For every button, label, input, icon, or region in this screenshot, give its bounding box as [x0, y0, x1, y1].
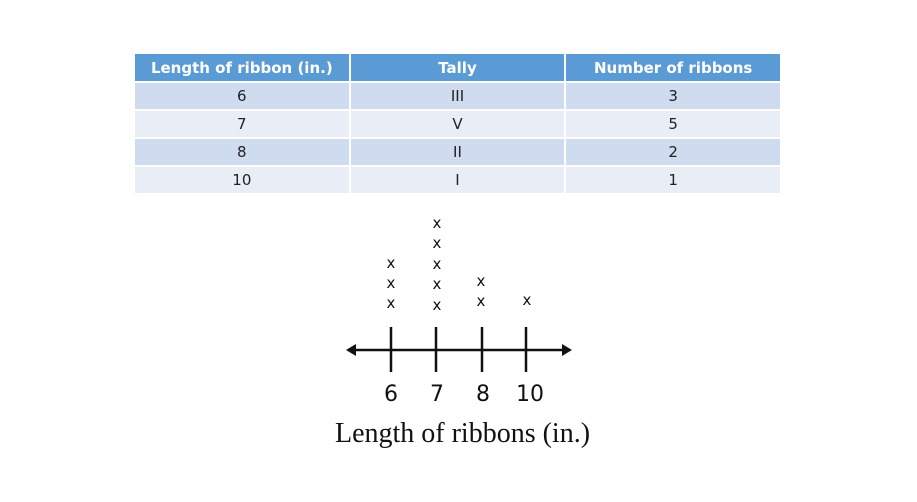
frequency-table: Length of ribbon (in.) Tally Number of r…: [133, 52, 782, 195]
tick-label-6: 6: [384, 382, 398, 407]
cell-tally: V: [348, 109, 567, 139]
header-tally: Tally: [348, 52, 567, 83]
x-mark: x: [432, 214, 442, 232]
right-arrow-icon: [562, 344, 572, 356]
cell-number: 2: [564, 137, 782, 167]
x-mark: x: [432, 234, 442, 252]
axis-title: Length of ribbons (in.): [334, 418, 591, 449]
x-mark: x: [386, 274, 396, 292]
cell-number: 1: [564, 165, 782, 195]
cell-length: 6: [133, 81, 351, 111]
header-number: Number of ribbons: [564, 52, 782, 83]
tick-label-10: 10: [516, 382, 544, 407]
x-mark: x: [432, 275, 442, 293]
left-arrow-icon: [346, 344, 356, 356]
x-mark: x: [432, 255, 442, 273]
x-mark: x: [386, 254, 396, 272]
cell-number: 5: [564, 109, 782, 139]
cell-number: 3: [564, 81, 782, 111]
table-header-row: Length of ribbon (in.) Tally Number of r…: [133, 52, 782, 83]
cell-tally: II: [348, 137, 567, 167]
table-row: 10 I 1: [133, 165, 782, 195]
table-row: 7 V 5: [133, 109, 782, 139]
cell-tally: III: [348, 81, 567, 111]
cell-length: 7: [133, 109, 351, 139]
table-row: 8 II 2: [133, 137, 782, 167]
x-mark: x: [386, 294, 396, 312]
x-mark: x: [476, 292, 486, 310]
x-mark: x: [476, 272, 486, 290]
tick-label-8: 8: [476, 382, 490, 407]
cell-tally: I: [348, 165, 567, 195]
tick-label-7: 7: [430, 382, 444, 407]
x-mark: x: [522, 291, 532, 309]
header-length: Length of ribbon (in.): [133, 52, 351, 83]
cell-length: 8: [133, 137, 351, 167]
cell-length: 10: [133, 165, 351, 195]
x-mark: x: [432, 296, 442, 314]
table-row: 6 III 3: [133, 81, 782, 111]
